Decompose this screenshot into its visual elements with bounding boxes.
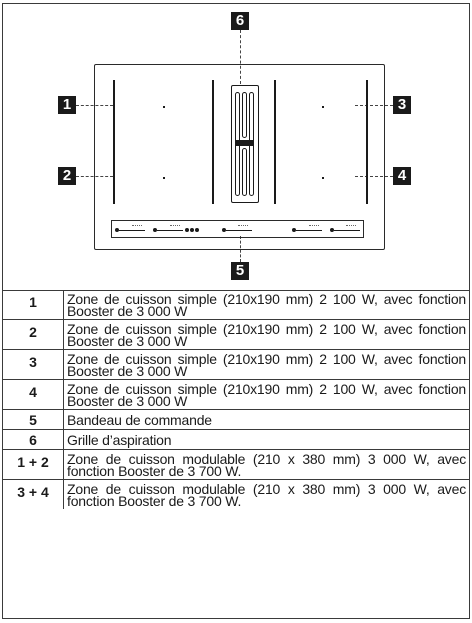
callout-5: 5 xyxy=(231,262,249,280)
legend-number: 5 xyxy=(3,409,64,430)
slider-scale xyxy=(346,225,356,226)
slider-knob xyxy=(222,228,226,232)
legend-row: 5 Bandeau de commande xyxy=(3,409,469,430)
slider-track xyxy=(226,230,252,231)
leader-line-4 xyxy=(355,176,393,177)
slider-knob xyxy=(292,228,296,232)
leader-line-6 xyxy=(240,30,241,84)
legend-description: Zone de cuisson modulable (210 x 380 mm)… xyxy=(63,449,469,480)
cooktop-diagram: 6 1 3 2 4 5 xyxy=(3,4,469,291)
legend-number: 3 + 4 xyxy=(3,479,64,509)
legend-row: 2 Zone de cuisson simple (210x190 mm) 2 … xyxy=(3,319,469,350)
slider-scale xyxy=(132,225,142,226)
legend-number: 3 xyxy=(3,349,64,380)
control-button xyxy=(190,228,194,232)
callout-6: 6 xyxy=(231,12,249,30)
grille-slot xyxy=(242,148,247,196)
slider-track xyxy=(334,230,360,231)
slider-scale xyxy=(238,225,248,226)
zone-2-center-mark xyxy=(163,177,165,179)
legend-number: 2 xyxy=(3,319,64,350)
cooktop-outline xyxy=(94,64,385,250)
legend-row: 1 + 2 Zone de cuisson modulable (210 x 3… xyxy=(3,449,469,480)
legend-number: 1 xyxy=(3,290,64,320)
slider-knob xyxy=(115,228,119,232)
zone-3-center-mark xyxy=(322,106,324,108)
slider-knob xyxy=(153,228,157,232)
zone-right-inner-edge xyxy=(274,80,276,204)
zone-left-outer-edge xyxy=(113,80,115,204)
zone-right-outer-edge xyxy=(366,80,368,204)
legend-description: Zone de cuisson simple (210x190 mm) 2 10… xyxy=(63,349,469,380)
legend-description: Zone de cuisson simple (210x190 mm) 2 10… xyxy=(63,379,469,410)
legend-number: 1 + 2 xyxy=(3,449,64,480)
zone-left-inner-edge xyxy=(212,80,214,204)
slider-track xyxy=(157,230,183,231)
legend-row: 4 Zone de cuisson simple (210x190 mm) 2 … xyxy=(3,379,469,410)
legend-description: Bandeau de commande xyxy=(63,409,469,430)
callout-2: 2 xyxy=(58,167,76,185)
legend-description: Zone de cuisson simple (210x190 mm) 2 10… xyxy=(67,291,466,319)
slider-knob xyxy=(330,228,334,232)
zone-1-center-mark xyxy=(163,106,165,108)
legend-description: Zone de cuisson modulable (210 x 380 mm)… xyxy=(63,479,469,509)
zone-4-center-mark xyxy=(322,177,324,179)
legend-row: 1 Zone de cuisson simple (210x190 mm) 2 … xyxy=(3,290,469,320)
grille-slot xyxy=(242,92,247,138)
legend-number: 4 xyxy=(3,379,64,410)
callout-4: 4 xyxy=(393,167,411,185)
legend-number: 6 xyxy=(3,429,64,450)
slider-scale xyxy=(309,225,319,226)
legend-row: 6 Grille d’aspiration xyxy=(3,429,469,450)
slider-scale xyxy=(170,225,180,226)
legend-table: 1 Zone de cuisson simple (210x190 mm) 2 … xyxy=(3,290,469,509)
control-button xyxy=(185,228,189,232)
legend-row: 3 + 4 Zone de cuisson modulable (210 x 3… xyxy=(3,479,469,509)
callout-3: 3 xyxy=(393,96,411,114)
brand-plate xyxy=(235,140,253,146)
legend-row: 3 Zone de cuisson simple (210x190 mm) 2 … xyxy=(3,349,469,380)
callout-1: 1 xyxy=(58,96,76,114)
document-frame: 6 1 3 2 4 5 xyxy=(2,3,470,619)
extraction-grille xyxy=(231,85,259,203)
control-panel xyxy=(111,220,364,238)
control-button xyxy=(195,228,199,232)
slider-track xyxy=(119,230,145,231)
legend-description: Zone de cuisson simple (210x190 mm) 2 10… xyxy=(63,319,469,350)
legend-description: Grille d’aspiration xyxy=(63,429,469,450)
leader-line-3 xyxy=(355,105,393,106)
slider-track xyxy=(296,230,322,231)
